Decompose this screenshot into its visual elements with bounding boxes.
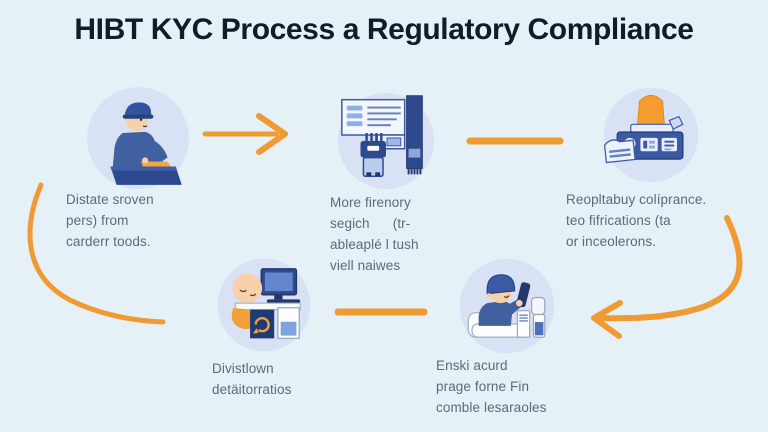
step-2-label-line: segich (tr- (330, 216, 411, 231)
step-1-label-line: carderr toods. (66, 234, 151, 249)
step-2-label-line: ableaplé l tush (330, 237, 419, 252)
step-5-label: Enski acurd prage forne Fin comble lesar… (436, 355, 547, 418)
worker-at-counter-icon (82, 80, 194, 192)
compliance-machine-icon (598, 80, 704, 186)
infographic-title: HIBT KYC Process a Regulatory Compliance (74, 13, 694, 46)
arrow-right-icon (202, 113, 288, 155)
step-2-label: More firenory segich (tr- ableaplé l tus… (330, 192, 419, 276)
step-5-label-line: comble lesaraoles (436, 400, 547, 415)
step-3-label-line: or inceolerons. (566, 234, 657, 249)
step-4-label-line: detäitorratios (212, 382, 292, 397)
step-1-label-line: Distate sroven (66, 192, 154, 207)
step-5-label-line: Enski acurd (436, 358, 508, 373)
step-4-label-line: Divistlown (212, 361, 274, 376)
user-with-phone-icon (455, 254, 559, 358)
step-2-label-line: viell naiwes (330, 258, 401, 273)
step-3-label-line: Reopltabuy colíprance. (566, 192, 707, 207)
step-3-label: Reopltabuy colíprance. teo fifrications … (566, 189, 706, 252)
step-1-label: Distate sroven pers) from carderr toods. (66, 189, 154, 252)
step-2-label-line: More firenory (330, 195, 411, 210)
step-4-label: Divistlown detäitorratios (212, 358, 291, 400)
step-3-label-line: teo fifrications (ta (566, 213, 671, 228)
step-5-label-line: prage forne Fin (436, 379, 530, 394)
step-1-label-line: pers) from (66, 213, 129, 228)
analyst-at-computer-icon (213, 254, 315, 356)
document-verification-icon (332, 82, 440, 190)
